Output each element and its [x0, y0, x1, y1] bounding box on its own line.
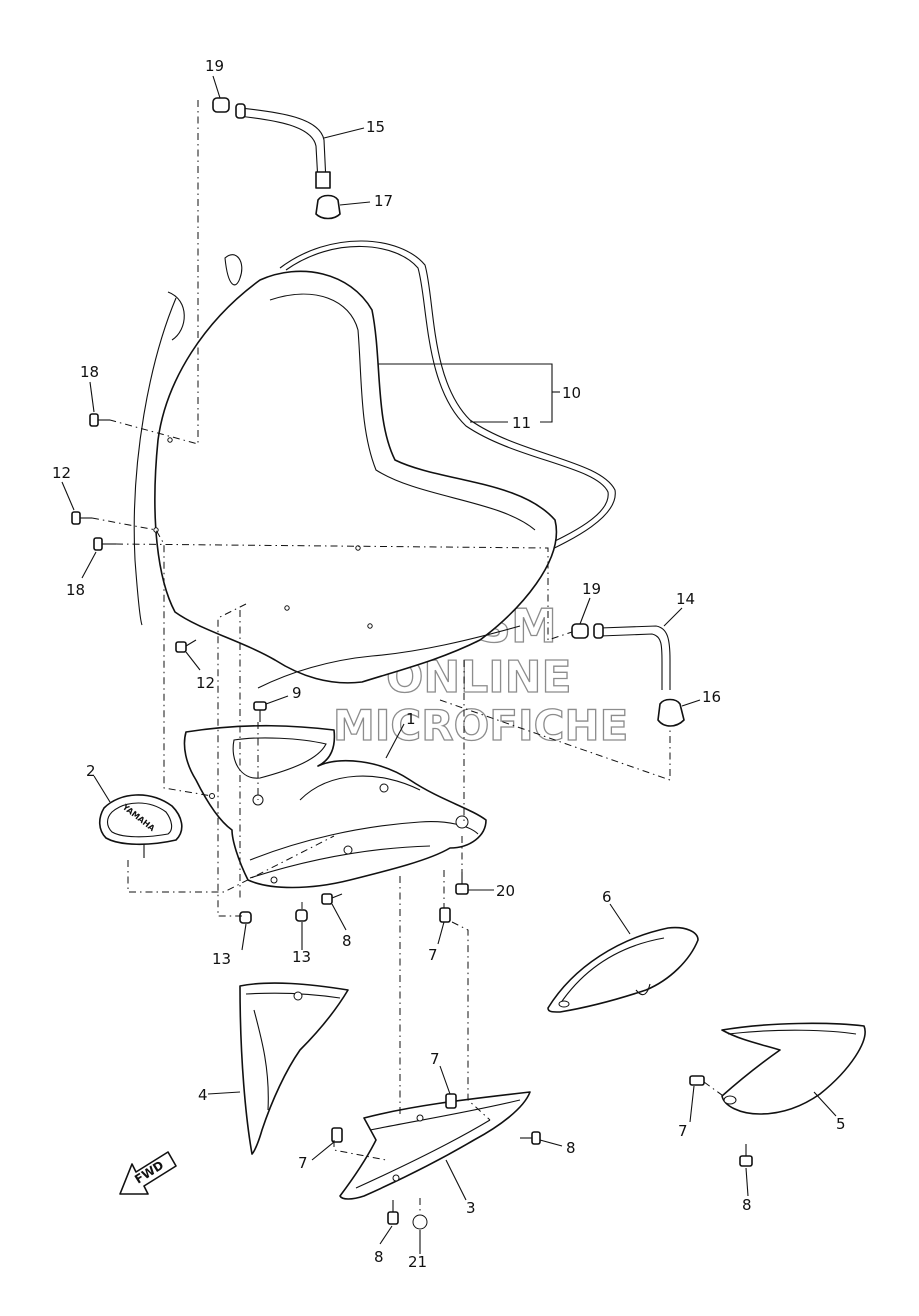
clip-7-d — [689, 1075, 705, 1086]
screw-12-upper — [71, 511, 92, 525]
tube-part-15 — [212, 97, 341, 220]
callout-10: 10 — [562, 384, 581, 402]
nut-13-right — [295, 909, 308, 922]
callout-12-upper: 12 — [52, 464, 71, 482]
screw-18-lower — [93, 537, 116, 551]
callout-5: 5 — [836, 1115, 846, 1133]
panel-part-3 — [339, 1091, 531, 1200]
callout-11: 11 — [512, 414, 531, 432]
screw-hole — [153, 527, 159, 533]
callout-7-c: 7 — [298, 1154, 308, 1172]
clip-7-c — [331, 1127, 343, 1143]
screw-8-b — [520, 1131, 541, 1145]
screw-18-upper — [89, 413, 110, 427]
windshield-part — [133, 240, 616, 689]
callout-3: 3 — [466, 1199, 476, 1217]
callout-8-c: 8 — [374, 1248, 384, 1266]
bolt-9 — [253, 701, 267, 722]
clip-7-b — [445, 1093, 457, 1109]
screw-12-lower — [175, 639, 197, 653]
callout-9: 9 — [292, 684, 302, 702]
callout-1: 1 — [406, 710, 416, 728]
callout-14: 14 — [676, 590, 695, 608]
nut-13-left — [239, 911, 252, 924]
callout-7-a: 7 — [428, 946, 438, 964]
callout-7-b: 7 — [430, 1050, 440, 1068]
panel-part-5 — [721, 1022, 866, 1115]
bolt-20 — [455, 872, 469, 895]
callout-20: 20 — [496, 882, 515, 900]
callout-6: 6 — [602, 888, 612, 906]
grommet-19-lower — [571, 623, 589, 639]
callout-12-lower: 12 — [196, 674, 215, 692]
callout-2: 2 — [86, 762, 96, 780]
hardware — [71, 413, 753, 1230]
callout-13-left: 13 — [212, 950, 231, 968]
screw-hole — [367, 623, 373, 629]
panel-part-6 — [547, 926, 699, 1013]
callout-16: 16 — [702, 688, 721, 706]
callout-7-d: 7 — [678, 1122, 688, 1140]
callout-15: 15 — [366, 118, 385, 136]
panel-part-4 — [239, 982, 349, 1155]
clip-7-a — [439, 907, 451, 923]
callout-8-b: 8 — [566, 1139, 576, 1157]
screw-8-d — [739, 1144, 753, 1167]
callout-18-upper: 18 — [80, 363, 99, 381]
cap-17 — [315, 194, 341, 220]
grommet-19-upper — [212, 97, 230, 113]
watermark-line-3: MICROFICHE — [333, 701, 628, 750]
screw-hole — [167, 437, 173, 443]
callout-21: 21 — [408, 1253, 427, 1271]
cap-16 — [657, 698, 685, 727]
alignment-lines — [91, 100, 727, 1214]
callout-19-lower: 19 — [582, 580, 601, 598]
forward-direction-arrow: FWD — [119, 1151, 177, 1195]
callout-17: 17 — [374, 192, 393, 210]
callout-8-d: 8 — [742, 1196, 752, 1214]
callout-13-right: 13 — [292, 948, 311, 966]
callout-8-a: 8 — [342, 932, 352, 950]
callout-19-upper: 19 — [205, 57, 224, 75]
callout-4: 4 — [198, 1086, 208, 1104]
plug-21 — [412, 1214, 428, 1230]
callout-18-lower: 18 — [66, 581, 85, 599]
callout-labels: 19 15 17 10 11 18 12 18 12 9 1 2 19 14 1… — [52, 57, 846, 1271]
screw-hole — [284, 605, 290, 611]
screw-8-a — [321, 893, 343, 905]
emblem-part-2: YAMAHA — [98, 794, 183, 858]
screw-8-c — [387, 1200, 399, 1225]
leader-lines — [61, 75, 837, 1254]
